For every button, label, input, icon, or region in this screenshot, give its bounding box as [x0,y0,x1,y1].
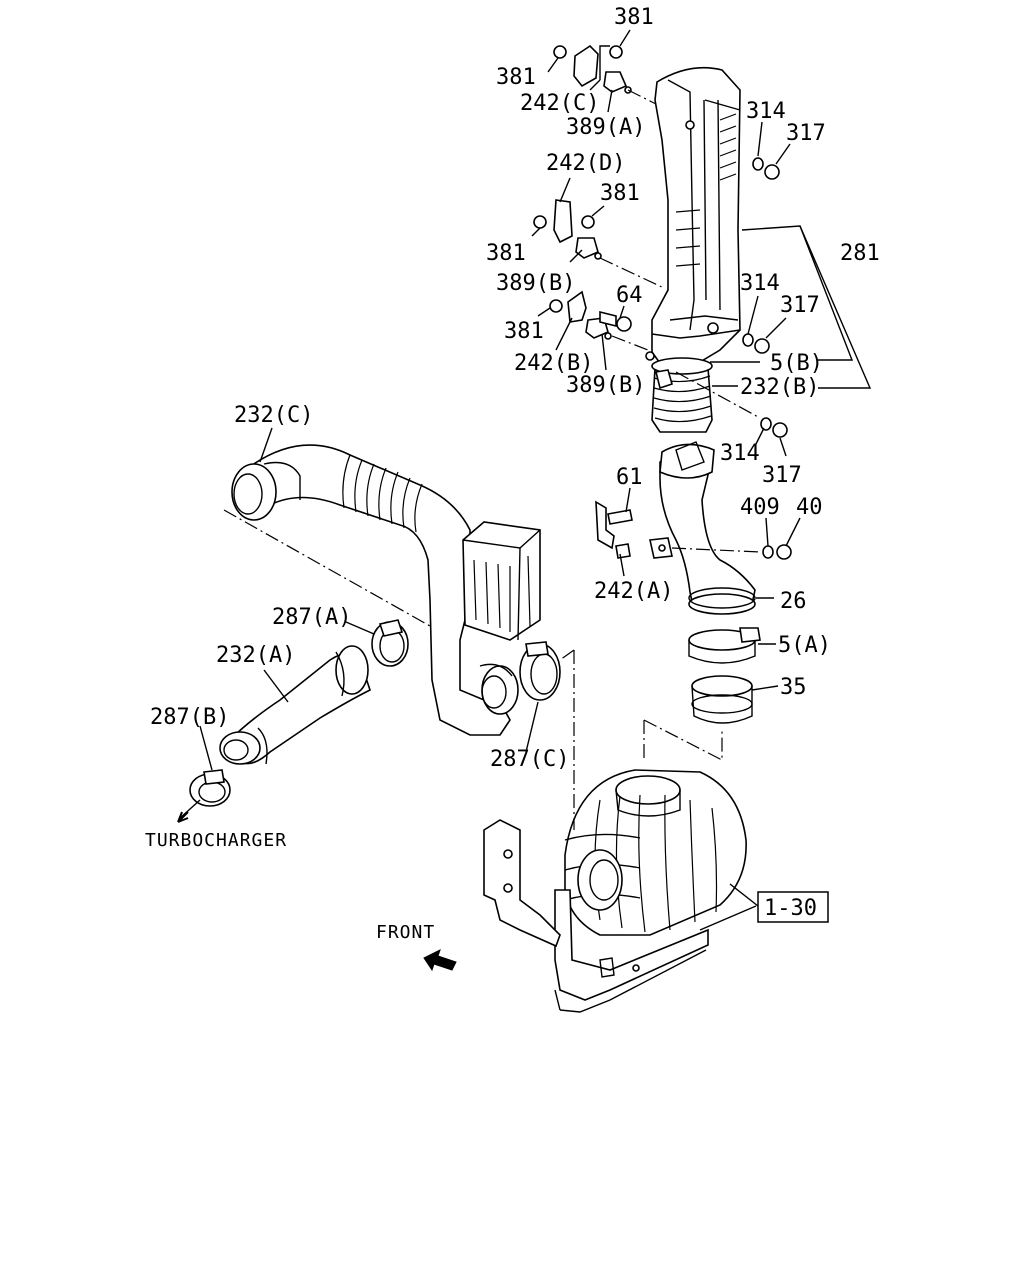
callout-232c: 232(C) [234,403,313,428]
callout-26: 26 [780,589,807,614]
callout-5a: 5(A) [778,633,831,658]
callout-317: 317 [762,463,802,488]
callout-381: 381 [504,319,544,344]
callout-381: 381 [600,181,640,206]
callout-242a: 242(A) [594,579,673,604]
front-direction-arrow [423,949,457,972]
elbow-duct-26 [649,441,756,615]
callout-242d: 242(D) [546,151,625,176]
turbocharger-label: TURBOCHARGER [145,830,287,851]
callout-281: 281 [840,241,880,266]
callout-317: 317 [786,121,826,146]
corrugated-hose-232c [231,444,519,736]
callout-314: 314 [720,441,760,466]
front-label: FRONT [376,922,435,943]
callout-40: 40 [796,495,823,520]
callout-5b: 5(B) [770,351,823,376]
rubber-bellows-232b [651,357,713,433]
callout-232b: 232(B) [740,375,819,400]
callout-287b: 287(B) [150,705,229,730]
callout-61: 61 [616,465,643,490]
hose-clamp-5a [688,627,761,664]
air-intake-snorkel [645,66,741,367]
callout-287a: 287(A) [272,605,351,630]
callout-389b: 389(B) [496,271,575,296]
reference-box-1-30 [757,891,829,923]
callout-64: 64 [616,283,643,308]
callout-317: 317 [780,293,820,318]
callout-381: 381 [496,65,536,90]
air-cleaner-assembly [483,769,747,1013]
callout-35: 35 [780,675,807,700]
hardware-brackets [533,44,792,560]
callout-242c: 242(C) [520,91,599,116]
leader-lines [177,29,872,931]
callout-242b: 242(B) [514,351,593,376]
adapter-ring-35 [691,675,753,724]
hose-clamp-287b [189,769,231,807]
callout-232a: 232(A) [216,643,295,668]
resonator-box [462,521,541,641]
callout-409: 409 [740,495,780,520]
callout-287c: 287(C) [490,747,569,772]
hose-clamp-287c [519,641,561,701]
callout-381: 381 [486,241,526,266]
hose-clamp-287a [371,619,409,667]
callout-389b: 389(B) [566,373,645,398]
callout-381: 381 [614,5,654,30]
callout-1-30: 1-30 [764,896,817,921]
callout-314: 314 [746,99,786,124]
callout-314: 314 [740,271,780,296]
hose-232a [219,645,371,765]
callout-389a: 389(A) [566,115,645,140]
callout-labels: 381 381 242(C) 389(A) 314 317 242(D) 381… [145,5,880,943]
